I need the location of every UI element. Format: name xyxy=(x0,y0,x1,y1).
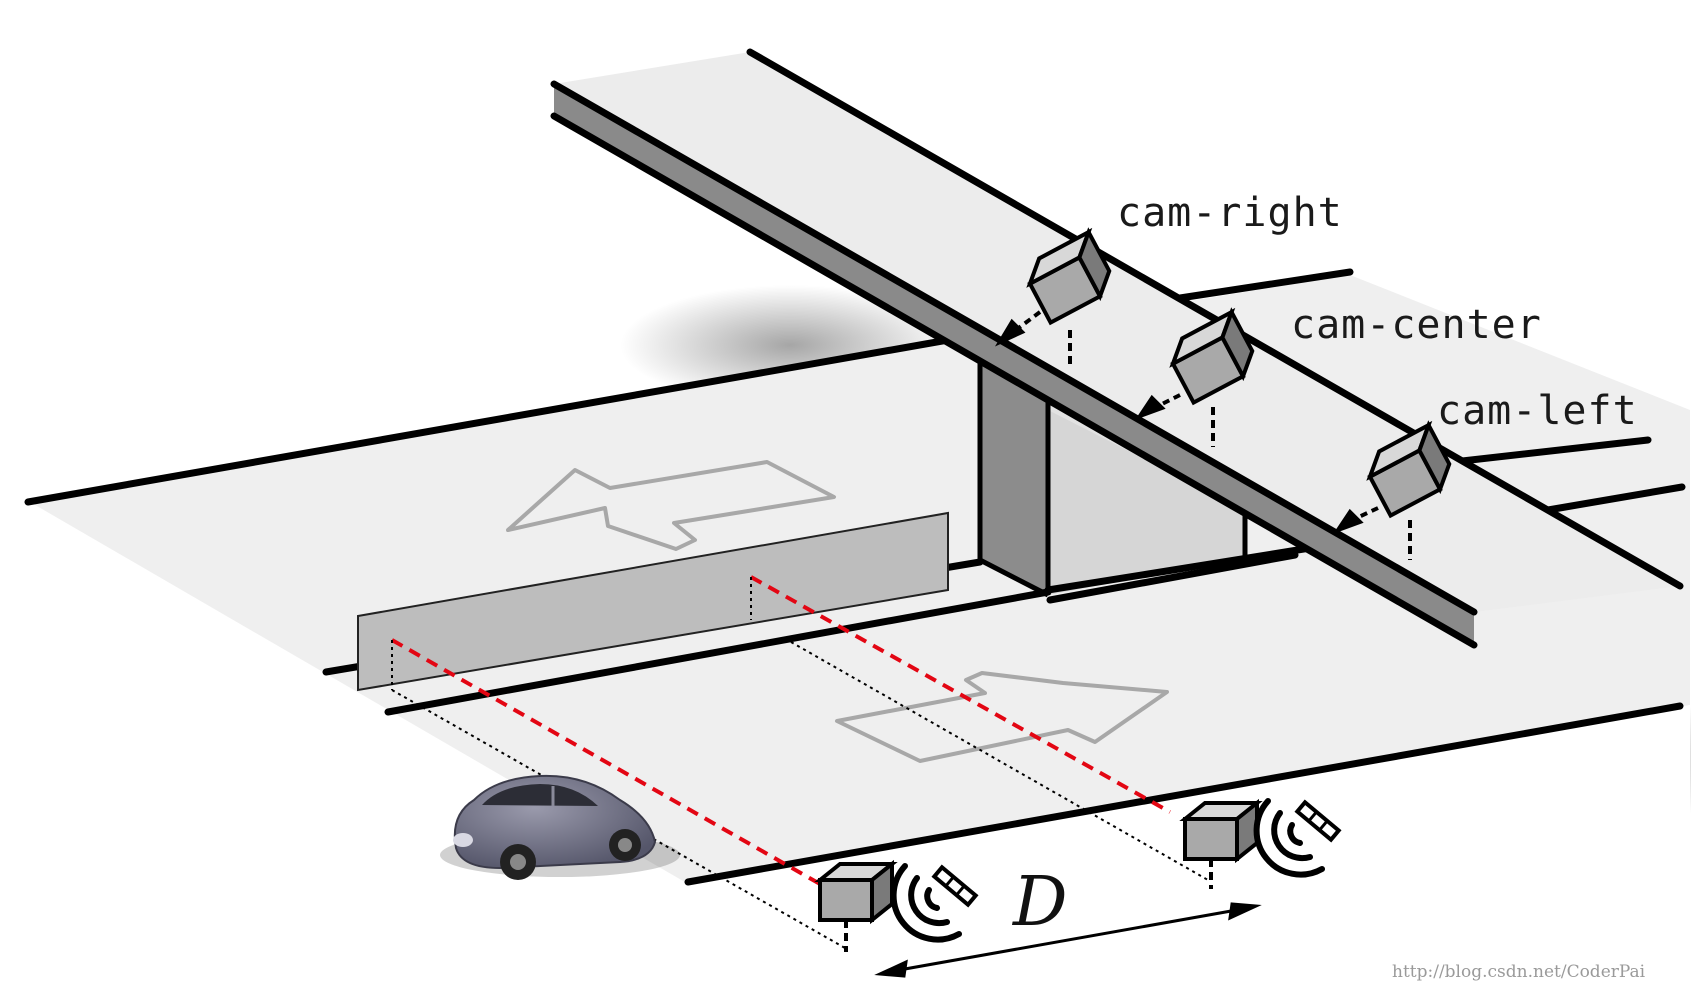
camera-view-arrows xyxy=(994,310,1412,560)
car-icon xyxy=(440,774,680,880)
label-cam-left: cam-left xyxy=(1437,388,1638,434)
direction-arrow-icon xyxy=(506,460,1169,763)
barrier-wall xyxy=(357,511,949,692)
ground-camera-near-icon xyxy=(814,859,898,952)
camera-right-icon xyxy=(1026,227,1112,326)
camera-center-icon xyxy=(1169,307,1255,406)
watermark: http://blog.csdn.net/CoderPai xyxy=(1392,962,1646,982)
label-cam-right: cam-right xyxy=(1117,190,1343,236)
road-edges-front xyxy=(684,702,1684,886)
satellite-near-icon xyxy=(890,863,979,943)
label-distance: D xyxy=(1011,863,1068,942)
label-cam-center: cam-center xyxy=(1291,302,1542,348)
camera-left-icon xyxy=(1366,420,1452,519)
distance-arrow xyxy=(874,902,1262,978)
satellite-far-icon xyxy=(1253,798,1342,878)
